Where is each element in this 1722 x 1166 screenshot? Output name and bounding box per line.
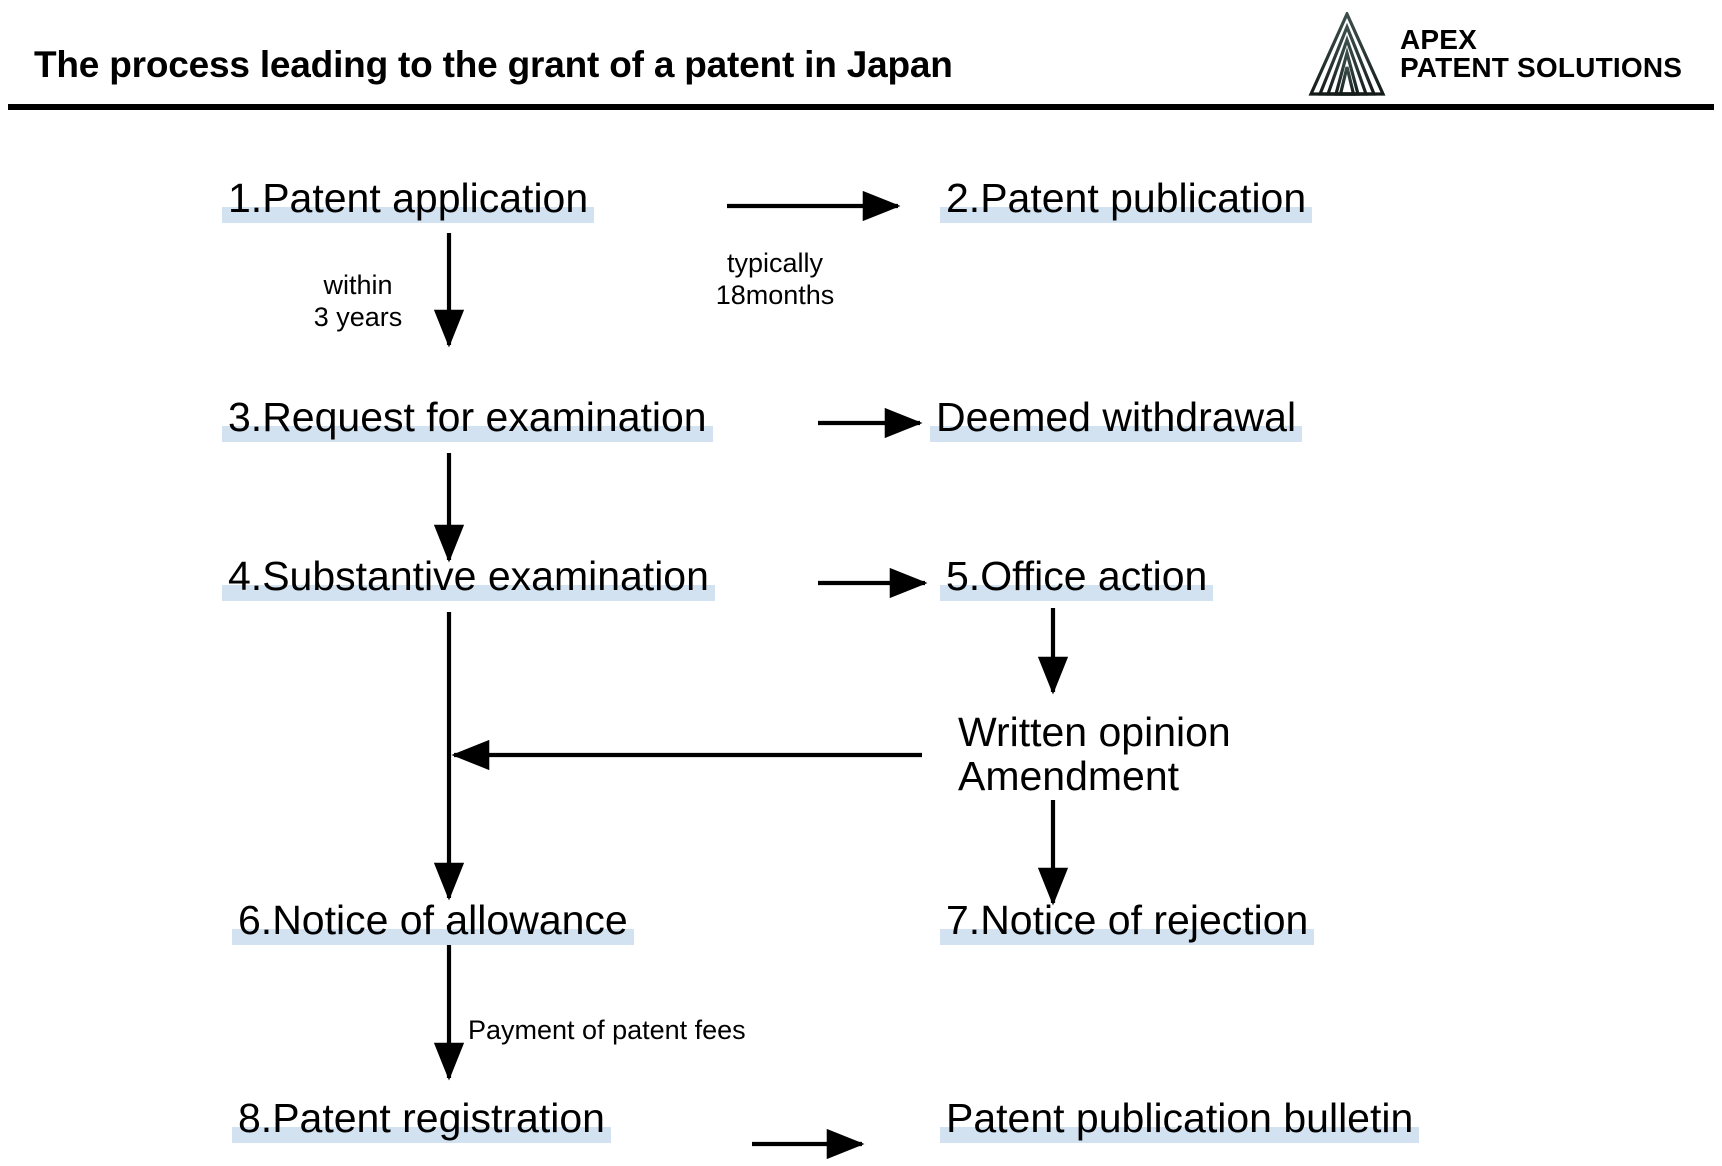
- node-patent-application-label: 1.Patent application: [228, 175, 589, 221]
- node-patent-publication[interactable]: 2.Patent publication: [940, 175, 1313, 223]
- edge-label-within-line2: 3 years: [313, 301, 403, 332]
- node-deemed-withdrawal[interactable]: Deemed withdrawal: [930, 394, 1303, 442]
- nested-triangle-logo-icon: [1308, 12, 1386, 96]
- node-patent-registration-label: 8.Patent registration: [238, 1095, 605, 1141]
- node-notice-of-allowance-label: 6.Notice of allowance: [238, 897, 628, 943]
- node-deemed-withdrawal-label: Deemed withdrawal: [936, 394, 1297, 440]
- node-request-for-examination-label: 3.Request for examination: [228, 394, 707, 440]
- node-patent-publication-bulletin[interactable]: Patent publication bulletin: [940, 1095, 1420, 1143]
- brand-name-patent-solutions: PATENT SOLUTIONS: [1400, 52, 1683, 83]
- node-substantive-examination-label: 4.Substantive examination: [228, 553, 709, 599]
- brand-logo: APEX PATENT SOLUTIONS: [1308, 10, 1682, 98]
- edge-label-payment-of-patent-fees: Payment of patent fees: [468, 1015, 746, 1045]
- node-written-opinion-label: Written opinion: [958, 709, 1231, 755]
- node-request-for-examination[interactable]: 3.Request for examination: [222, 394, 713, 442]
- edge-label-typically-18months: typically 18months: [680, 248, 870, 312]
- node-notice-of-rejection-label: 7.Notice of rejection: [946, 897, 1309, 943]
- node-notice-of-rejection[interactable]: 7.Notice of rejection: [940, 897, 1315, 945]
- edge-label-within-line1: within: [323, 270, 393, 300]
- node-office-action[interactable]: 5.Office action: [940, 553, 1214, 601]
- node-office-action-label: 5.Office action: [946, 553, 1208, 599]
- edge-label-within-3-years: within 3 years: [290, 270, 426, 334]
- node-patent-application[interactable]: 1.Patent application: [222, 175, 595, 223]
- brand-text: APEX PATENT SOLUTIONS: [1400, 26, 1682, 82]
- node-patent-registration[interactable]: 8.Patent registration: [232, 1095, 611, 1143]
- page-title: The process leading to the grant of a pa…: [34, 44, 953, 85]
- node-notice-of-allowance[interactable]: 6.Notice of allowance: [232, 897, 634, 945]
- node-patent-publication-label: 2.Patent publication: [946, 175, 1307, 221]
- edge-label-typically-line1: typically: [726, 248, 824, 278]
- node-substantive-examination[interactable]: 4.Substantive examination: [222, 553, 715, 601]
- header-divider: [8, 104, 1714, 110]
- node-patent-publication-bulletin-label: Patent publication bulletin: [946, 1095, 1414, 1141]
- node-written-opinion-amendment[interactable]: Written opinion Amendment: [958, 710, 1231, 799]
- brand-name-apex: APEX: [1400, 24, 1478, 55]
- edge-label-typically-line2: 18months: [715, 279, 835, 310]
- node-amendment-label: Amendment: [958, 753, 1180, 800]
